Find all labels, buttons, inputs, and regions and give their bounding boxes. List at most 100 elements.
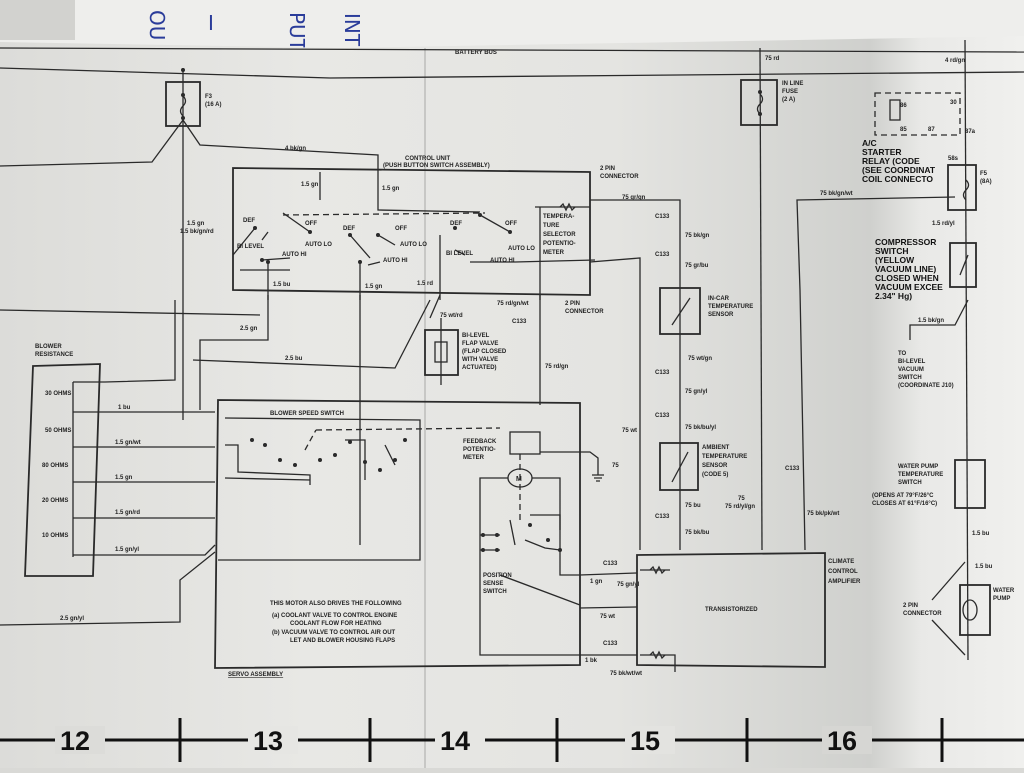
label: RESISTANCE	[35, 352, 73, 358]
wire-label: 1.5 bu	[975, 564, 993, 570]
wire-label: 4 rd/gn	[945, 58, 965, 64]
wire-label: 75 bk/bu/yl	[685, 425, 716, 431]
grid-number-14: 14	[440, 726, 470, 756]
relay-pin: 85	[900, 127, 907, 133]
label: POTENTIO-	[543, 241, 576, 247]
label: CONTROL	[828, 569, 858, 575]
connector-label: C133	[655, 370, 670, 376]
grid-number-16: 16	[827, 726, 857, 756]
compressor-label: VACUUM LINE)	[875, 264, 936, 274]
wire-label: 1 bk	[585, 658, 598, 664]
relay-label: (SEE COORDINAT	[862, 165, 936, 175]
label: TEMPERATURE	[898, 472, 943, 478]
wire-label: 75 bk/gn/wt	[820, 191, 853, 197]
compressor-label: (YELLOW	[875, 255, 915, 265]
connector-label: C133	[785, 466, 800, 472]
connector-label: C133	[655, 252, 670, 258]
compressor-label: SWITCH	[875, 246, 909, 256]
label: TURE	[543, 223, 559, 229]
fuse-f3-name: F3	[205, 94, 213, 100]
wire-label: 1.5 gn	[187, 221, 205, 227]
label: CLIMATE	[828, 559, 854, 565]
resistor-label: 30 OHMS	[45, 391, 71, 397]
fuse-f5: 58s F5 (8A) 1.5 rd/yl	[932, 156, 992, 227]
incar-temperature-sensor: C133 75 bk/gn C133 75 gr/bu IN-CAR TEMPE…	[655, 214, 753, 431]
wire-label: 75 wt	[600, 614, 615, 620]
label: BLOWER	[35, 344, 62, 350]
feedback-potentiometer: FEEDBACK POTENTIO- METER 75	[463, 431, 619, 482]
label: FUSE	[782, 89, 798, 95]
label: 2 PIN	[903, 603, 918, 609]
wire-label: 1.5 rd	[417, 281, 433, 287]
wire-label: 75 rd/gn/wt	[497, 301, 529, 307]
label: TEMPERATURE	[702, 454, 747, 460]
blower-resistance: BLOWER RESISTANCE 30 OHMS 50 OHMS 80 OHM…	[0, 300, 216, 626]
switch-label-off: OFF	[505, 221, 517, 227]
wire-label: 1.5 bk/gn	[918, 318, 944, 324]
handwriting-i: I	[208, 11, 214, 35]
wire-label: 75 wt/rd	[440, 313, 463, 319]
wire-label: 1.5 rd/yl	[932, 221, 955, 227]
label: METER	[543, 250, 565, 256]
switch-label-auto-hi: AUTO HI	[383, 258, 408, 264]
label: IN LINE	[782, 81, 803, 87]
wire-label: 75 bk/pk/wt	[807, 511, 839, 517]
label: SENSE	[483, 581, 503, 587]
label: CONNECTOR	[565, 309, 604, 315]
battery-bus-label: BATTERY BUS	[455, 50, 497, 56]
switch-label-bilevel: BI LEVEL	[237, 244, 264, 250]
wire-label: 75 bk/bu	[685, 530, 710, 536]
wire-label: 75 gn/yl	[685, 389, 708, 395]
climate-control-amplifier: TRANSISTORIZED CLIMATE CONTROL AMPLIFIER	[636, 552, 861, 672]
label: TEMPERATURE	[708, 304, 753, 310]
switch-label-auto-lo: AUTO LO	[508, 246, 535, 252]
wire-label: 75 bu	[685, 503, 701, 509]
battery-bus: BATTERY BUS	[0, 47, 1024, 79]
fuse-f3-rating: (16 A)	[205, 102, 221, 108]
label: VACUUM	[898, 367, 924, 373]
connector-label: C133	[655, 214, 670, 220]
label: AMPLIFIER	[828, 579, 861, 585]
ambient-temperature-sensor: AMBIENT TEMPERATURE SENSOR (CODE 5) 75 b…	[622, 428, 747, 536]
label: CONNECTOR	[903, 611, 942, 617]
label: SWITCH	[483, 589, 507, 595]
label: TEMPERA-	[543, 214, 574, 220]
compressor-label: 2.34" Hg)	[875, 291, 912, 301]
label: (2 A)	[782, 97, 795, 103]
servo-note: (b) VACUUM VALVE TO CONTROL AIR OUT	[272, 630, 396, 636]
to-bilevel-vacuum-switch: TO BI-LEVEL VACUUM SWITCH (COORDINATE J1…	[898, 351, 954, 389]
background-shadow	[0, 0, 75, 40]
compressor-label: CLOSED WHEN	[875, 273, 939, 283]
amplifier-inner-label: TRANSISTORIZED	[705, 607, 758, 613]
wire-label: 1.5 gn/yl	[115, 547, 139, 553]
motor-label: M	[516, 476, 522, 483]
switch-label-off: OFF	[305, 221, 317, 227]
relay-label: RELAY (CODE	[862, 156, 920, 166]
connector-label: C133	[603, 641, 618, 647]
wire-label: 75 rd/yl/gn	[725, 504, 755, 510]
grid-number-12: 12	[60, 726, 90, 756]
relay-label: STARTER	[862, 147, 902, 157]
switch-label-auto-hi: AUTO HI	[282, 252, 307, 258]
label: FLAP VALVE	[462, 341, 498, 347]
wire-label: 1 bu	[118, 405, 131, 411]
handwriting-put: PUT	[285, 12, 309, 52]
wire-label: 1.5 gn	[301, 182, 319, 188]
switch-label-def: DEF	[343, 226, 355, 232]
label: PUMP	[993, 596, 1010, 602]
label: (OPENS AT 79°F/26°C	[872, 493, 934, 499]
control-unit-subtitle: (PUSH BUTTON SWITCH ASSEMBLY)	[383, 163, 490, 169]
wire-label: 1.5 bu	[972, 531, 990, 537]
wire-label: 1 gn	[590, 579, 603, 585]
label: CLOSES AT 61°F/16°C)	[872, 501, 937, 507]
label: SWITCH	[898, 480, 922, 486]
label: WATER PUMP	[898, 464, 938, 470]
position-sense-switch: POSITION SENSE SWITCH	[480, 514, 581, 606]
label: 2 PIN	[600, 166, 615, 172]
compressor-label: VACUUM EXCEE	[875, 282, 943, 292]
wire-label: 75 wt	[622, 428, 637, 434]
wire-label: 1.5 gn	[365, 284, 383, 290]
label: BI-LEVEL	[462, 333, 490, 339]
amplifier-feed: 75 bk/gn/wt C133 75 bk/pk/wt	[785, 191, 956, 551]
